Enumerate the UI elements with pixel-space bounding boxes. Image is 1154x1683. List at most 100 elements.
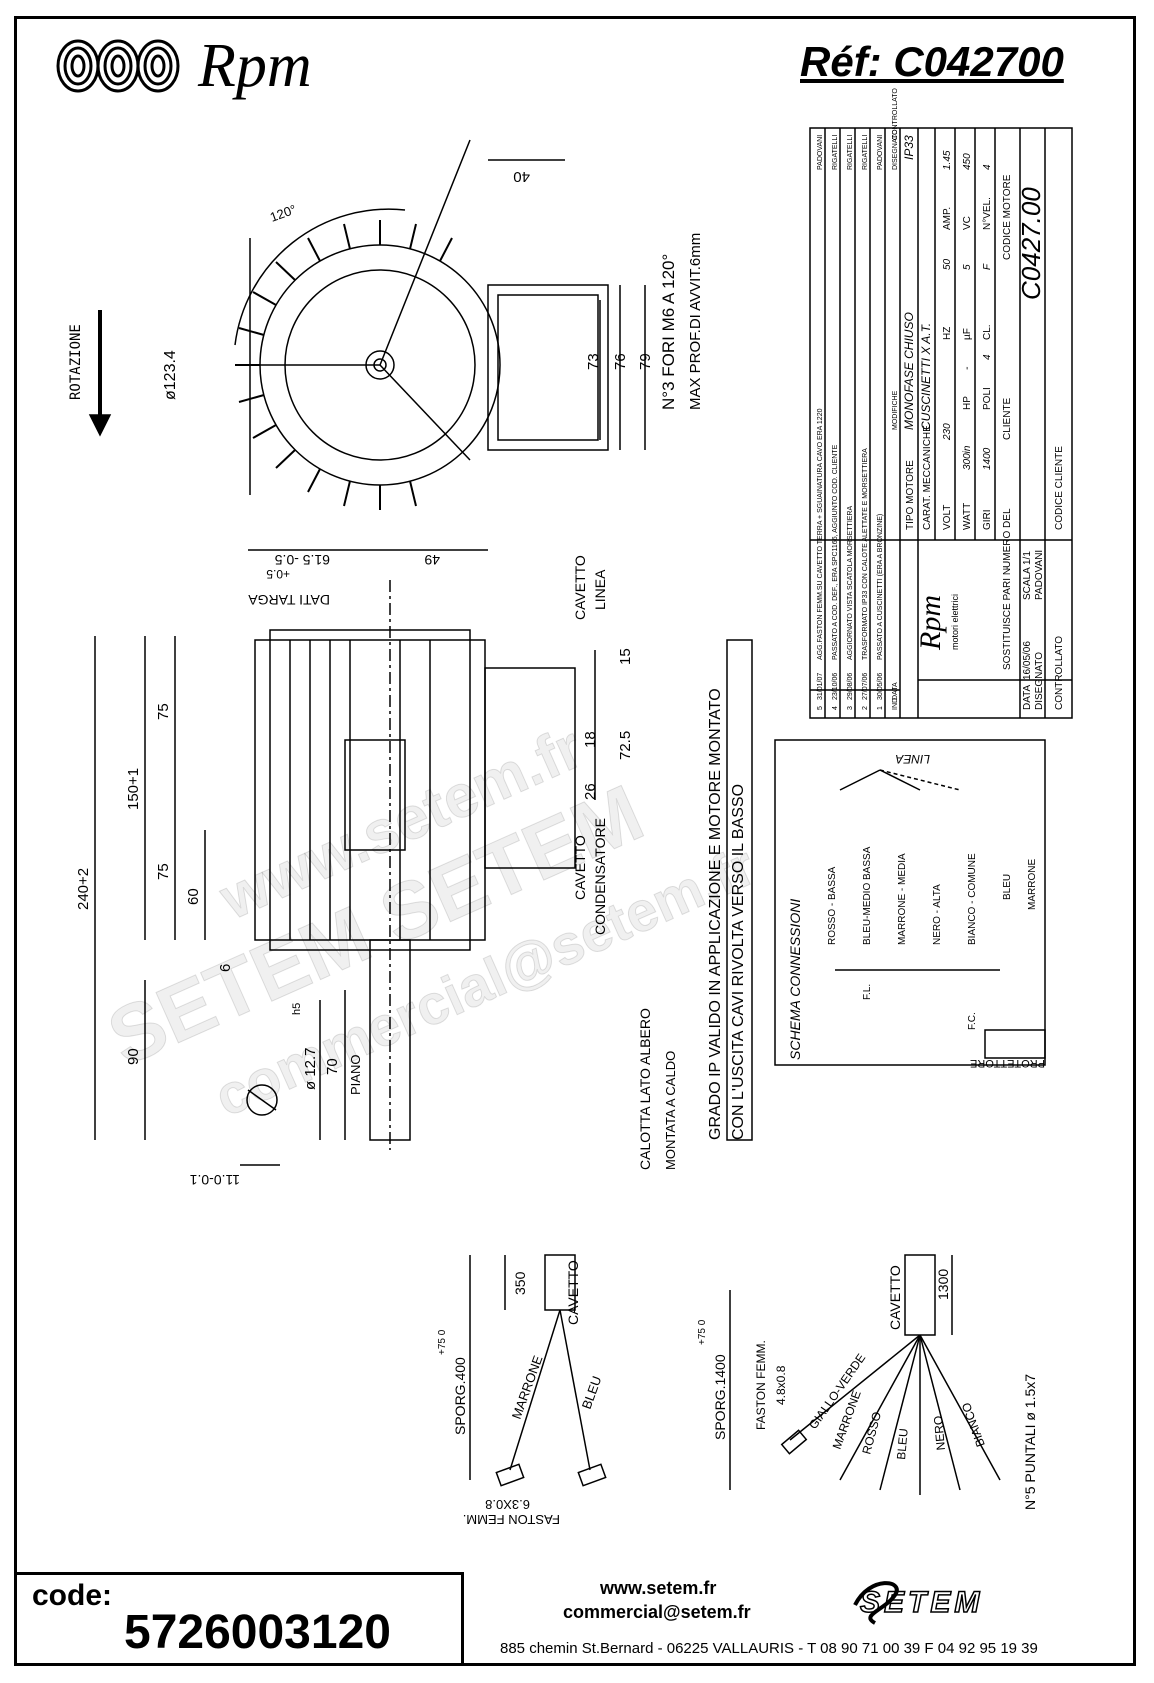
svg-text:1: 1 (877, 706, 884, 710)
svg-text:240+2: 240+2 (75, 868, 92, 910)
svg-text:Rpm: Rpm (914, 595, 947, 651)
svg-text:4: 4 (832, 706, 839, 710)
svg-text:AGG.FASTON FEMM.SU CAVETTO TER: AGG.FASTON FEMM.SU CAVETTO TERRA + SGUAI… (817, 408, 824, 660)
svg-text:BLEU: BLEU (894, 1428, 911, 1460)
code-label: code: (32, 1579, 113, 1612)
svg-text:300in: 300in (962, 445, 973, 470)
drawing-frame (14, 16, 1136, 1666)
svg-text:+0.5: +0.5 (266, 567, 290, 581)
svg-text:3: 3 (847, 706, 854, 710)
ip-note-2: CON L'USCITA CAVI RIVOLTA VERSO IL BASSO (730, 784, 747, 1140)
svg-text:DISEGNATO: DISEGNATO (892, 129, 899, 170)
svg-text:5: 5 (962, 264, 973, 270)
svg-text:IND: IND (892, 698, 899, 710)
svg-text:CAVETTO: CAVETTO (565, 1260, 581, 1325)
svg-text:1300: 1300 (935, 1269, 951, 1300)
svg-text:450: 450 (962, 153, 973, 170)
svg-text:MARRONE - MEDIA: MARRONE - MEDIA (897, 853, 908, 945)
svg-text:F.L.: F.L. (862, 984, 873, 1000)
website-link[interactable]: www.setem.fr (600, 1578, 717, 1598)
code-value: 5726003120 (124, 1606, 391, 1659)
svg-text:GIRI: GIRI (982, 509, 993, 530)
svg-text:CAVETTO: CAVETTO (572, 555, 588, 620)
svg-text:15: 15 (617, 648, 634, 665)
svg-text:1400: 1400 (982, 447, 993, 470)
address: 885 chemin St.Bernard - 06225 VALLAURIS … (500, 1640, 1038, 1657)
svg-text:CLIENTE: CLIENTE (1002, 397, 1013, 440)
svg-text:CL.: CL. (982, 324, 993, 340)
svg-text:TRASFORMATO IP33 CON CALOTE AL: TRASFORMATO IP33 CON CALOTE ALETTATE E M… (862, 448, 869, 660)
ip-note-1: GRADO IP VALIDO IN APPLICAZIONE E MOTORE… (707, 688, 724, 1140)
svg-text:4.8x0.8: 4.8x0.8 (774, 1365, 788, 1405)
svg-text:31/01/07: 31/01/07 (817, 673, 824, 700)
svg-text:120°: 120° (268, 202, 298, 225)
svg-text:BIANCO: BIANCO (959, 1401, 988, 1449)
svg-text:5: 5 (817, 706, 824, 710)
svg-text:+75 0: +75 0 (437, 1329, 448, 1355)
svg-text:BLEU: BLEU (1002, 874, 1013, 900)
email-link[interactable]: commercial@setem.fr (563, 1602, 751, 1622)
svg-text:SOSTITUISCE PARI NUMERO DEL: SOSTITUISCE PARI NUMERO DEL (1002, 508, 1013, 670)
svg-text:DISEGNATO: DISEGNATO (1034, 652, 1045, 710)
svg-text:AGGIORNATO VISTA SCATOLA MORSE: AGGIORNATO VISTA SCATOLA MORSETTIERA (847, 506, 854, 660)
svg-text:61.5 -0.5: 61.5 -0.5 (275, 552, 330, 568)
svg-text:230: 230 (942, 423, 953, 441)
svg-text:CODICE MOTORE: CODICE MOTORE (1002, 174, 1013, 260)
svg-text:MONOFASE CHIUSO: MONOFASE CHIUSO (902, 312, 916, 430)
rpm-logo: Rpm (48, 26, 312, 106)
svg-text:PASSATO A CUSCINETTI (ERA A BR: PASSATO A CUSCINETTI (ERA A BRONZINE) (877, 514, 884, 660)
holes-label-1: N°3 FORI M6 A 120° (659, 254, 678, 410)
svg-text:CAVETTO: CAVETTO (887, 1265, 903, 1330)
brand-name: Rpm (198, 31, 312, 100)
svg-text:FASTON FEMM.: FASTON FEMM. (463, 1512, 560, 1527)
svg-text:MARRONE: MARRONE (1027, 859, 1038, 910)
svg-text:DATA: DATA (892, 682, 899, 700)
svg-text:TIPO MOTORE: TIPO MOTORE (905, 460, 916, 530)
svg-text:SPORG.400: SPORG.400 (452, 1357, 468, 1435)
svg-text:29/08/06: 29/08/06 (847, 673, 854, 700)
svg-text:90: 90 (125, 1048, 142, 1065)
svg-text:4: 4 (982, 164, 993, 170)
terminal-box-side (484, 667, 576, 869)
svg-text:2: 2 (862, 706, 869, 710)
svg-text:MARRONE: MARRONE (509, 1353, 546, 1421)
svg-text:MODIFICHE: MODIFICHE (892, 390, 899, 430)
svg-text:50: 50 (942, 258, 953, 270)
svg-text:ROSSO: ROSSO (859, 1410, 884, 1455)
svg-text:CONTROLLATO: CONTROLLATO (1054, 636, 1065, 710)
svg-text:73: 73 (585, 353, 602, 370)
svg-text:70: 70 (324, 1058, 341, 1075)
rotation-label: ROTAZIONE (68, 324, 84, 400)
svg-text:79: 79 (637, 353, 654, 370)
svg-text:VOLT: VOLT (942, 505, 953, 530)
svg-text:HP: HP (962, 396, 973, 410)
svg-text:motori elettrici: motori elettrici (950, 594, 960, 650)
svg-text:4: 4 (982, 354, 993, 360)
svg-text:40: 40 (513, 168, 530, 185)
diameter-label: ø123.4 (162, 350, 179, 400)
svg-text:SPORG.1400: SPORG.1400 (712, 1354, 728, 1440)
svg-text:PASSATO A COD. DEF., ERA SPC11: PASSATO A COD. DEF., ERA SPC1166, AGGIUN… (832, 444, 839, 660)
svg-text:WATT: WATT (962, 503, 973, 530)
svg-text:RIGATELLI: RIGATELLI (832, 135, 839, 170)
svg-text:VC: VC (962, 216, 973, 230)
svg-text:HZ: HZ (942, 327, 953, 340)
svg-text:FASTON FEMM.: FASTON FEMM. (754, 1340, 768, 1430)
svg-text:49: 49 (424, 552, 440, 568)
svg-text:6.3X0.8: 6.3X0.8 (485, 1497, 530, 1512)
svg-text:CAVETTO: CAVETTO (572, 835, 588, 900)
code-box: code: 5726003120 (14, 1572, 464, 1666)
svg-text:N°VEL.: N°VEL. (982, 197, 993, 230)
svg-text:BLEU-MEDIO BASSA: BLEU-MEDIO BASSA (862, 846, 873, 945)
setem-logo: SETEM (859, 1585, 984, 1620)
svg-text:-: - (962, 366, 973, 370)
svg-text:26: 26 (582, 783, 599, 800)
setem-swirl-icon (853, 1581, 899, 1625)
svg-text:µF: µF (962, 328, 973, 340)
svg-text:150+1: 150+1 (125, 768, 142, 810)
svg-text:PIANO: PIANO (348, 1055, 363, 1095)
svg-text:h5: h5 (291, 1003, 303, 1015)
cooling-fins (235, 220, 453, 510)
svg-text:CONDENSATORE: CONDENSATORE (592, 818, 608, 935)
svg-text:30/05/06: 30/05/06 (877, 673, 884, 700)
